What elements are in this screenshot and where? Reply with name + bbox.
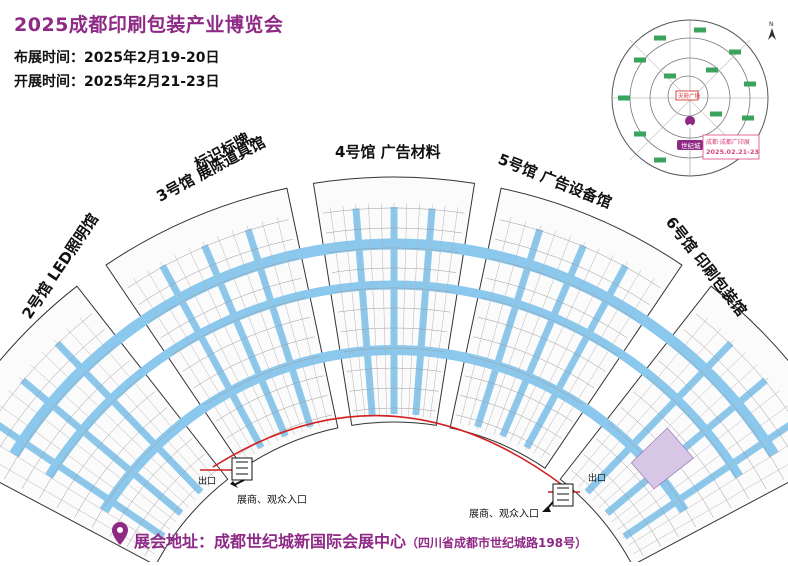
booth-column-line xyxy=(485,230,557,432)
booth-column-line xyxy=(429,207,459,419)
booth-column-line xyxy=(202,241,287,439)
left-entrance-label: 展商、观众入口 xyxy=(237,493,307,506)
booth-column-line xyxy=(617,405,788,530)
right-entrance-label: 展商、观众入口 xyxy=(469,507,539,520)
right-exit-label: 出口 xyxy=(588,472,606,484)
booth-column-line xyxy=(525,262,628,450)
booth-column-line xyxy=(380,203,388,417)
venue-address-text: 展会地址：成都世纪城新国际会展中心 xyxy=(134,532,407,551)
venue-address: 展会地址：成都世纪城新国际会展中心（四川省成都市世纪城路198号） xyxy=(108,528,587,552)
inset-station-marker xyxy=(634,57,646,63)
booth-column-line xyxy=(355,204,373,417)
visitor-route xyxy=(212,414,566,488)
inset-location-map: 天府广场 世纪城 成都·成都广印展 2025.02.21-23 N xyxy=(595,8,780,178)
inset-station-marker xyxy=(664,73,676,79)
inset-station-marker xyxy=(729,49,741,55)
booth-column-line xyxy=(605,377,769,515)
booth-column-line xyxy=(422,205,446,418)
booth-column-line xyxy=(578,328,722,488)
booth-column-line xyxy=(622,425,788,538)
svg-text:N: N xyxy=(769,21,774,28)
booth-column-line xyxy=(231,230,303,432)
booth-column-line xyxy=(540,277,655,459)
booth-column-line xyxy=(585,340,734,494)
booth-column-line xyxy=(517,254,614,446)
booth-column-line xyxy=(459,217,512,425)
left-exit-label: 出口 xyxy=(198,475,216,487)
inset-tag-line2: 2025.02.21-23 xyxy=(706,148,759,156)
booth-column-line xyxy=(66,328,210,488)
booth-column-line xyxy=(468,221,527,427)
left-entrance-gate xyxy=(231,457,253,481)
booth-column-line xyxy=(342,205,366,418)
inset-station-marker xyxy=(744,81,756,87)
booth-column-line xyxy=(476,225,542,429)
booth-column-line xyxy=(160,262,263,450)
booth-column-line xyxy=(533,269,642,454)
booth-column-line xyxy=(400,203,408,417)
booth-grid xyxy=(0,203,788,557)
inset-center-label: 天府广场 xyxy=(678,92,701,100)
hall2-outline xyxy=(0,285,229,566)
booth-column-line xyxy=(509,248,600,442)
inset-station-marker xyxy=(654,35,666,41)
inset-station-marker xyxy=(694,27,706,33)
booth-column-line xyxy=(501,241,586,439)
open-dates: 开展时间：2025年2月21-23日 xyxy=(14,74,220,90)
setup-dates: 布展时间：2025年2月19-20日 xyxy=(14,50,220,66)
inset-station-marker xyxy=(654,157,666,163)
booth-column-line xyxy=(133,277,248,459)
hall4-label: 4号馆 广告材料 xyxy=(335,143,441,161)
booth-column-line xyxy=(217,235,295,435)
booth-column-line xyxy=(0,425,166,538)
booth-column-line xyxy=(598,364,758,508)
inset-station-marker xyxy=(634,131,646,137)
inset-station-marker xyxy=(742,115,754,121)
left-entrance-arrow-icon xyxy=(230,479,245,488)
location-pin-icon xyxy=(685,116,696,138)
booth-column-line xyxy=(261,221,320,427)
booth-column-line xyxy=(8,390,177,523)
booth-column-line xyxy=(493,235,571,435)
booth-column-line xyxy=(42,352,196,501)
booth-column-line xyxy=(0,445,161,546)
inset-station-marker xyxy=(710,111,722,117)
booth-column-line xyxy=(276,217,329,425)
inset-tag-line1: 成都·成都广印展 xyxy=(706,138,750,146)
booth-column-line xyxy=(611,390,780,523)
north-arrow-icon: N xyxy=(768,21,776,40)
booth-column-line xyxy=(30,364,190,508)
hall3-label-line2: 3号馆 展陈道具馆 xyxy=(153,133,268,206)
booth-column-line xyxy=(174,254,271,446)
booth-column-line xyxy=(627,445,788,546)
inset-station-marker xyxy=(706,67,718,73)
booth-column-line xyxy=(19,377,183,515)
highlight-booth-block xyxy=(630,427,694,490)
booth-column-line xyxy=(0,405,171,530)
page-title: 2025成都印刷包装产业博览会 xyxy=(14,14,284,36)
booth-column-line xyxy=(246,225,312,429)
map-pin-icon xyxy=(112,522,128,545)
booth-column-line xyxy=(571,317,709,481)
booth-column-line xyxy=(632,464,788,555)
right-entrance-arrow-icon xyxy=(542,501,554,512)
booth-column-line xyxy=(408,203,420,417)
booth-column-line xyxy=(146,269,255,454)
inset-badge: 世纪城 xyxy=(681,141,701,150)
booth-column-line xyxy=(368,203,380,417)
right-entrance-gate xyxy=(552,483,574,507)
booth-column-line xyxy=(592,352,746,501)
booth-column-line xyxy=(79,317,217,481)
booth-column-line xyxy=(415,204,433,417)
hall6-outline xyxy=(559,285,788,566)
venue-address-note: （四川省成都市世纪城路198号） xyxy=(406,536,588,550)
booth-column-line xyxy=(329,207,359,419)
inset-station-marker xyxy=(618,95,630,101)
booth-column-line xyxy=(188,248,279,442)
booth-column-line xyxy=(54,340,203,494)
